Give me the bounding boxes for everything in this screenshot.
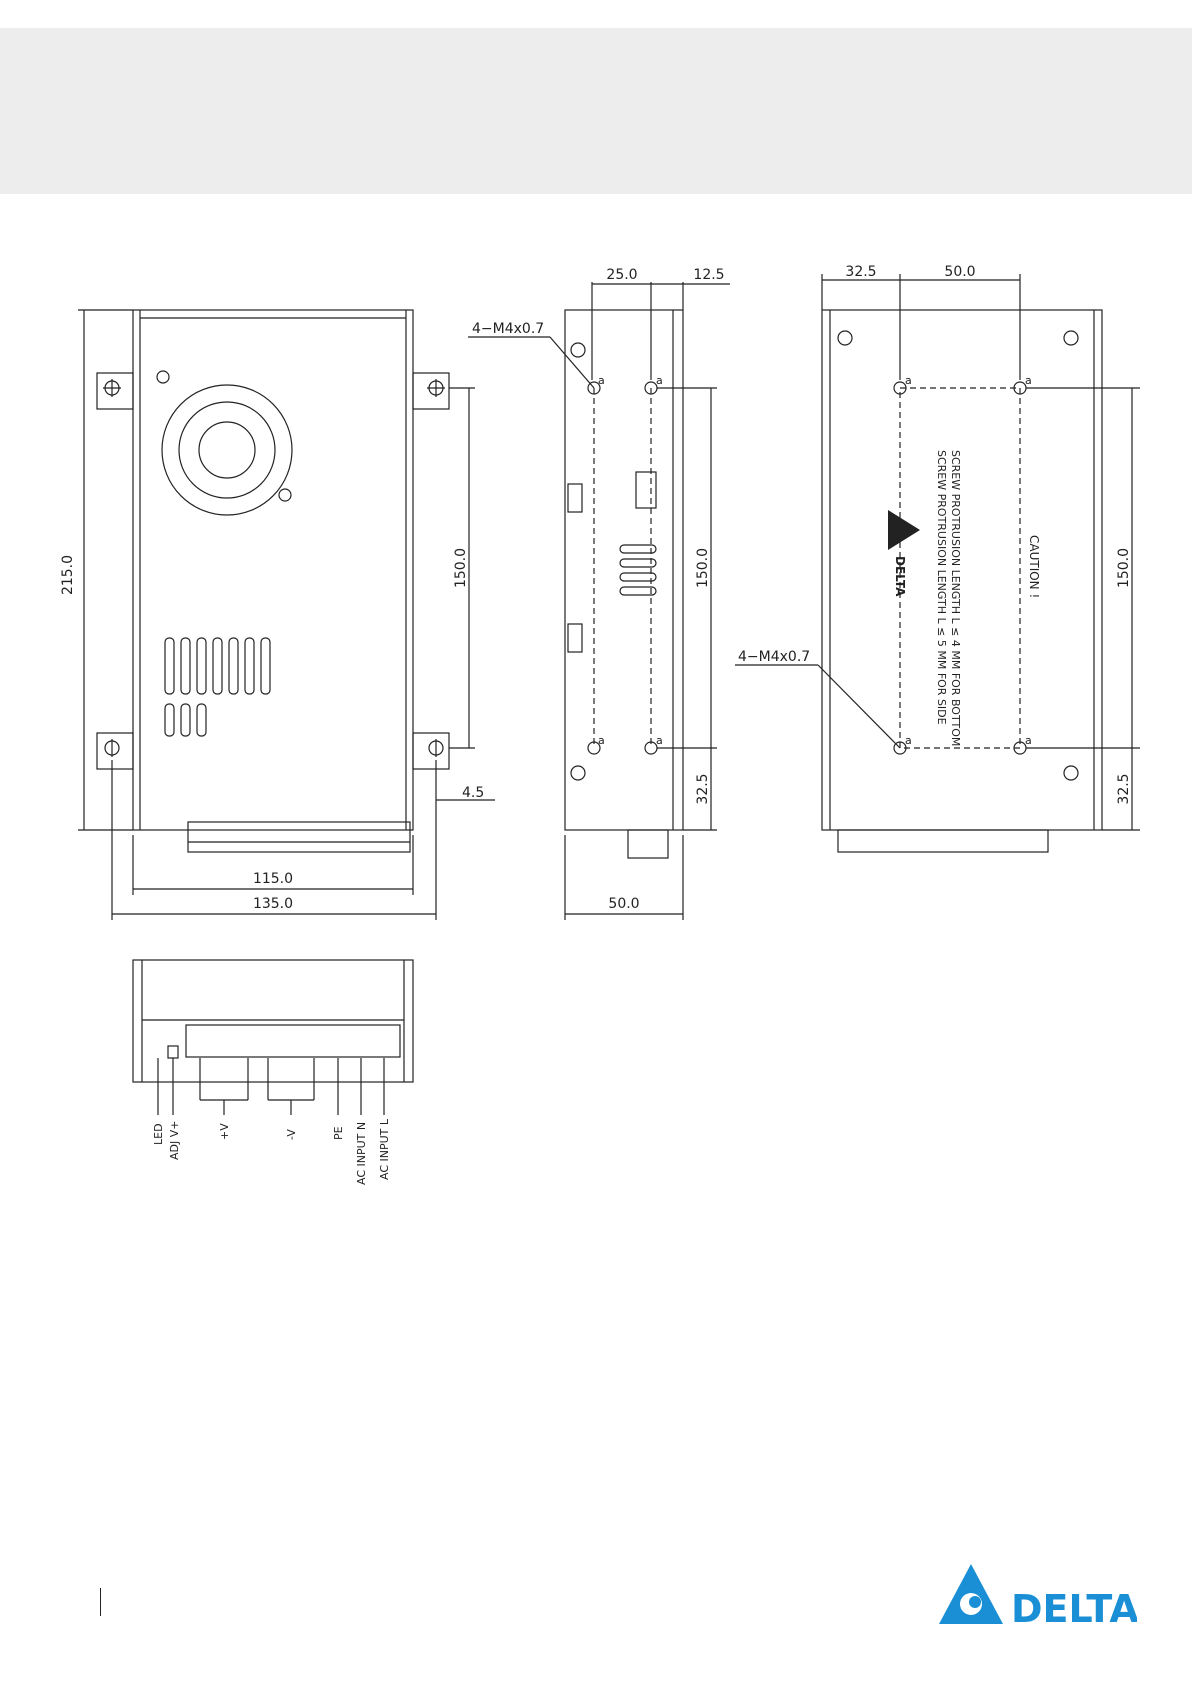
- dim-front-mount-spacing: 150.0: [453, 548, 469, 588]
- hole-marker: a: [598, 734, 605, 747]
- dim-bottom-top-right: 50.0: [944, 264, 975, 280]
- vent-slots: [165, 638, 270, 736]
- footer-brand: DELTA: [1011, 1587, 1137, 1631]
- hole-marker: a: [905, 374, 912, 387]
- fan-icon: [157, 371, 292, 515]
- terminal-label-adj-v: ADJ V+: [168, 1121, 181, 1160]
- dim-height-total: 215.0: [60, 555, 76, 595]
- terminal-label-ac-input-l: AC INPUT L: [378, 1118, 391, 1180]
- caution-line-side: SCREW PROTRUSION LENGTH L ≤ 5 MM FOR SID…: [935, 450, 948, 725]
- hole-marker: a: [656, 374, 663, 387]
- dim-bottom-top-left: 32.5: [845, 264, 876, 280]
- bottom-screw-callout: 4−M4x0.7: [738, 649, 810, 665]
- dim-bottom-bottom-offset: 32.5: [1116, 773, 1132, 804]
- dim-side-top-left: 25.0: [606, 267, 637, 283]
- side-screw-callout: 4−M4x0.7: [472, 321, 544, 337]
- dim-side-top-right: 12.5: [693, 267, 724, 283]
- dim-side-bottom-offset: 32.5: [695, 773, 711, 804]
- delta-label-logo-icon: [888, 510, 920, 550]
- dim-width-total: 135.0: [253, 896, 293, 912]
- terminal-label-ac-input-n: AC INPUT N: [355, 1122, 368, 1185]
- hole-marker: a: [598, 374, 605, 387]
- label-panel-brand: DELTA: [893, 556, 907, 597]
- dim-flange: 4.5: [462, 785, 484, 801]
- delta-triangle-logo-icon: [939, 1564, 1003, 1624]
- caution-line-bottom: SCREW PROTRUSION LENGTH L ≤ 4 MM FOR BOT…: [949, 450, 962, 746]
- caution-title: CAUTION !: [1027, 535, 1041, 598]
- dim-side-depth: 50.0: [608, 896, 639, 912]
- hole-marker: a: [656, 734, 663, 747]
- dim-side-hole-spacing: 150.0: [695, 548, 711, 588]
- footer-rule: [100, 1588, 101, 1616]
- terminal-label-led: LED: [152, 1123, 165, 1145]
- terminal-view: [133, 960, 413, 1115]
- terminal-label-plus-v: +V: [218, 1123, 231, 1140]
- hole-marker: a: [1025, 734, 1032, 747]
- terminal-label-pe: PE: [332, 1126, 345, 1140]
- dim-width-inner: 115.0: [253, 871, 293, 887]
- hole-marker: a: [905, 734, 912, 747]
- delta-logo: DELTA: [937, 1562, 1137, 1632]
- dim-bottom-hole-spacing: 150.0: [1116, 548, 1132, 588]
- front-view: [78, 310, 495, 920]
- hole-marker: a: [1025, 374, 1032, 387]
- terminal-label-minus-v: -V: [285, 1129, 298, 1140]
